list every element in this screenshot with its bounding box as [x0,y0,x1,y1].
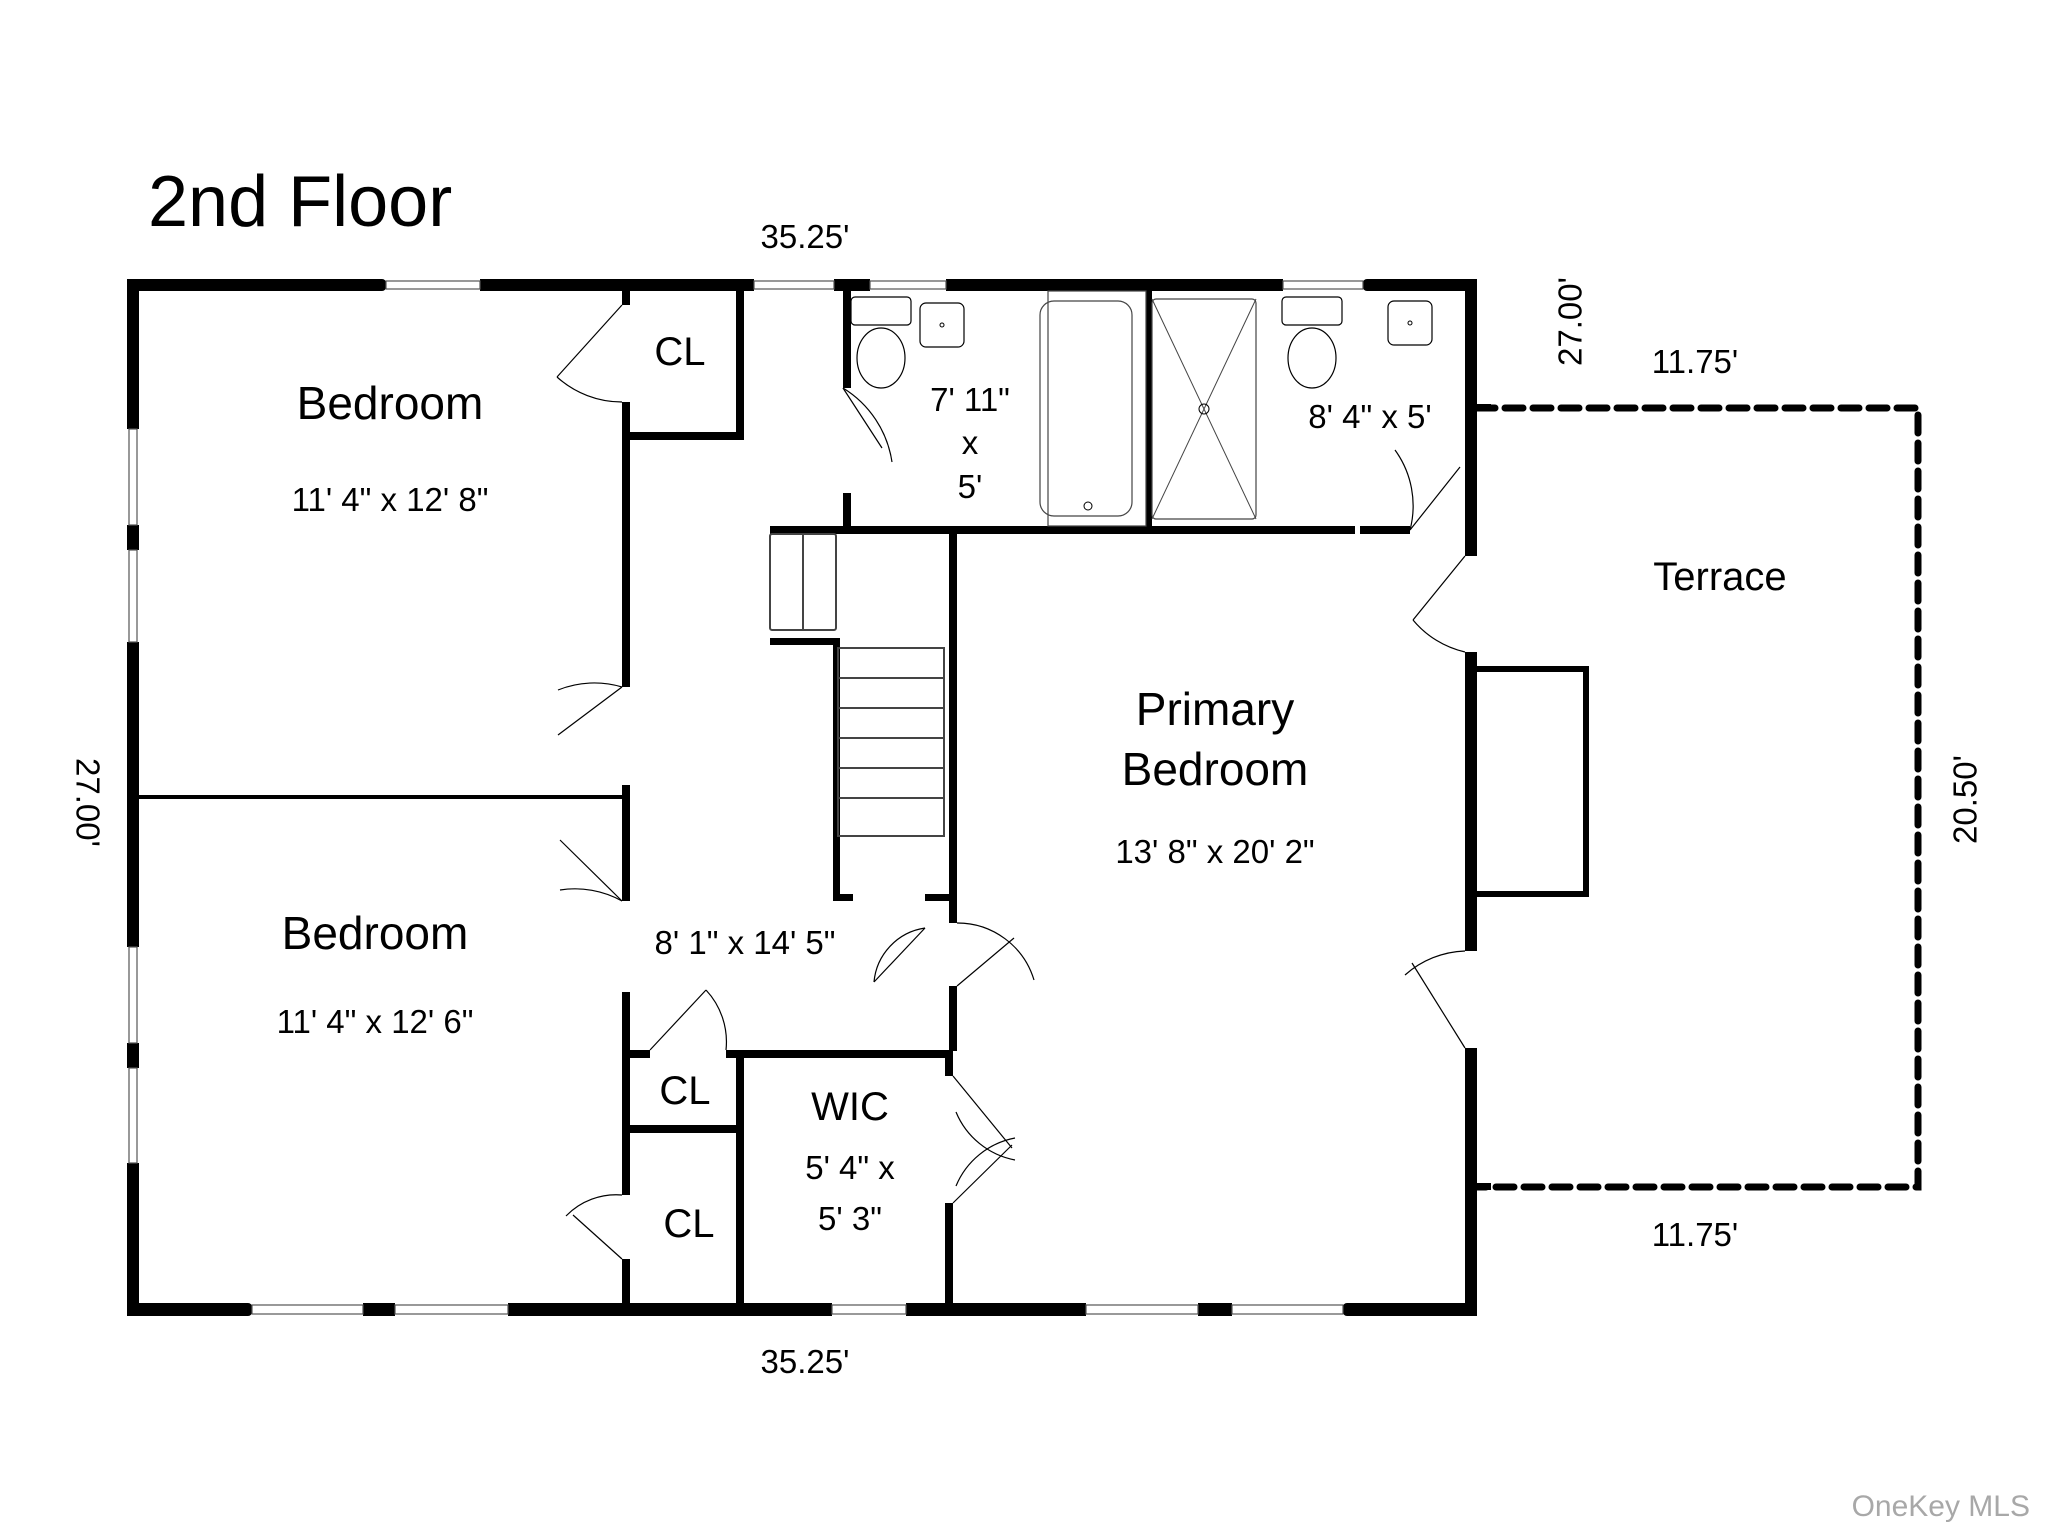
primary-bedroom-size: 13' 8" x 20' 2" [1115,833,1315,870]
bath-left-size-line2: x [961,424,979,461]
primary-bedroom-name-line1: Primary [1135,683,1295,735]
dimension-right-house: 27.00' [1551,277,1589,366]
interior-walls [139,291,1410,1305]
wic-label: WIC [811,1085,889,1129]
bedroom-bottom-name: Bedroom [281,907,469,959]
dimension-terrace-bottom: 11.75' [1651,1216,1739,1253]
dimension-top: 35.25' [760,218,850,255]
fireplace-bump [1477,666,1589,897]
closet-top-label: CL [654,330,706,374]
door-swings [556,304,1466,1260]
primary-bedroom-name-line2: Bedroom [1121,743,1309,795]
dimension-left: 27.00' [69,758,107,847]
closet-mid-label: CL [659,1069,711,1113]
bedroom-top-size: 11' 4" x 12' 8" [291,481,489,518]
exterior-walls [127,279,1477,1316]
terrace-outline [1473,404,1922,1191]
bedroom-bottom-size: 11' 4" x 12' 6" [276,1003,474,1040]
hall-size: 8' 1" x 14' 5" [654,924,836,961]
mls-watermark: OneKey MLS [1851,1490,2030,1523]
closet-bottom-label: CL [663,1202,715,1246]
dimension-terrace-side: 20.50' [1946,755,1984,844]
bedroom-top-name: Bedroom [296,377,484,429]
floor-title: 2nd Floor [148,162,453,242]
terrace-label: Terrace [1653,555,1787,599]
dimension-terrace-top: 11.75' [1651,343,1739,380]
bath-left-size-line1: 7' 11" [930,381,1010,418]
dimension-bottom: 35.25' [760,1343,850,1380]
bath-left-size-line3: 5' [957,468,983,505]
bath-right-size: 8' 4" x 5' [1308,398,1432,435]
fixtures [769,290,1433,837]
windows [128,280,1364,1315]
wic-size-line1: 5' 4" x [805,1149,895,1186]
wic-size-line2: 5' 3" [818,1200,882,1237]
